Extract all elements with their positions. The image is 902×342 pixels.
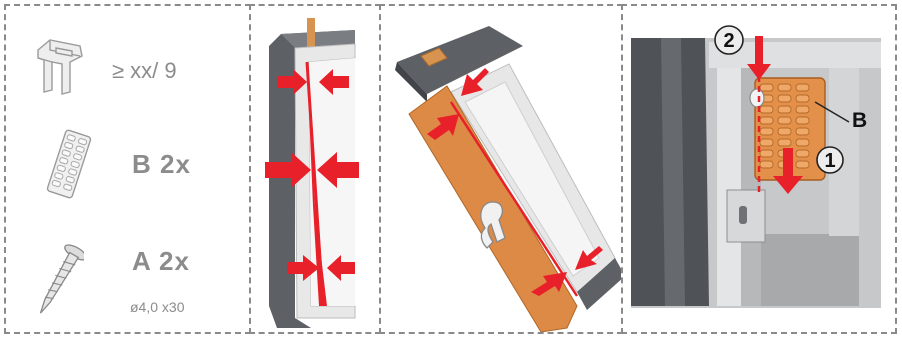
install-part-b-illustration: B 1 2 bbox=[623, 6, 897, 334]
frame-dark-inner bbox=[661, 38, 685, 306]
step-frame-alignment bbox=[249, 4, 381, 334]
mounting-bracket bbox=[727, 190, 765, 242]
step-install-part-b: B 1 2 bbox=[621, 4, 897, 334]
step2-number: 2 bbox=[723, 30, 734, 52]
part-a-label: A 2x bbox=[132, 246, 190, 277]
screw-dimension: ø4,0 x30 bbox=[130, 299, 184, 315]
step1-number: 1 bbox=[824, 150, 835, 172]
frame-wood-strip bbox=[307, 18, 315, 48]
screw-a-top bbox=[750, 89, 764, 107]
ratio-text: ≥ xx/ 9 bbox=[112, 58, 177, 84]
callout-b-label: B bbox=[852, 109, 867, 132]
screw-icon bbox=[34, 240, 84, 322]
frame-profile-icon bbox=[32, 36, 88, 96]
frame-bottom-block bbox=[761, 234, 859, 306]
part-b-grille-icon bbox=[42, 128, 96, 200]
flashing-alignment-illustration bbox=[381, 6, 623, 334]
part-b-label: B 2x bbox=[132, 149, 191, 180]
parts-panel: ≥ xx/ 9 B 2x bbox=[4, 4, 251, 334]
step-flashing-alignment bbox=[379, 4, 623, 334]
frame-alignment-illustration bbox=[251, 6, 381, 334]
